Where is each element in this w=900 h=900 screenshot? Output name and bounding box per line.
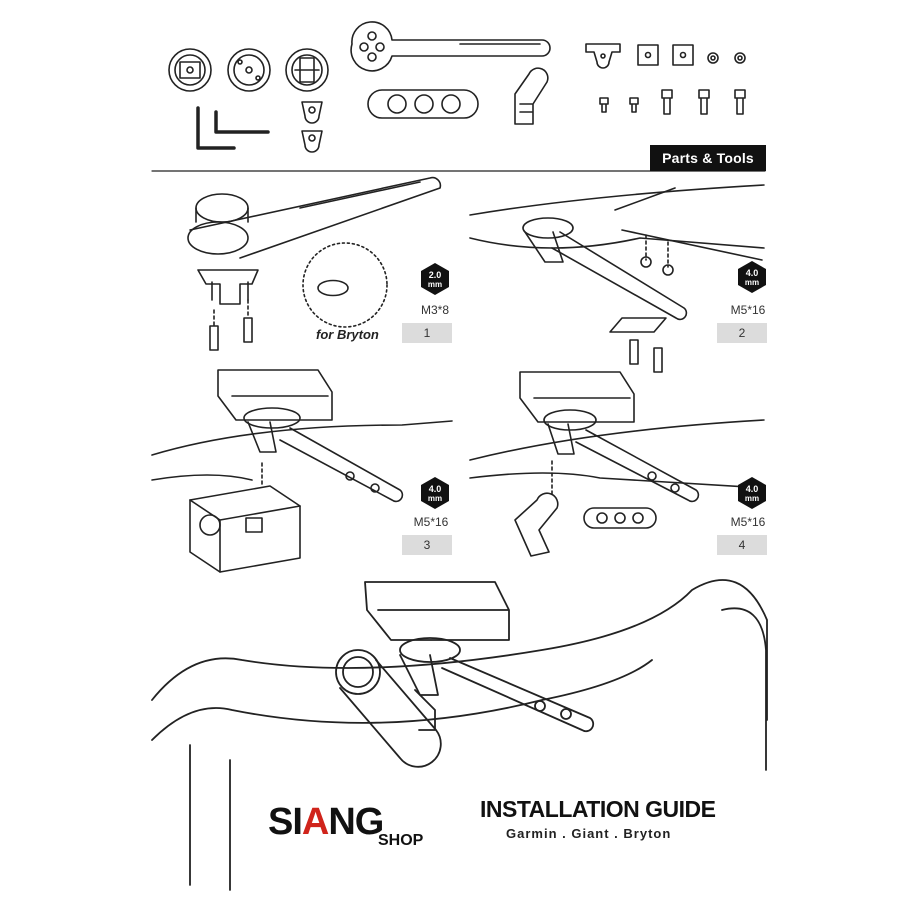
bolts-row <box>599 89 746 115</box>
tool-size: 2.0 <box>428 270 442 280</box>
tool-unit: mm <box>744 278 760 287</box>
hex-key-icon: 4.0 mm <box>735 260 769 294</box>
step-number-badge: 3 <box>402 535 452 555</box>
logo-shop-text: SHOP <box>378 832 424 849</box>
tool-unit: mm <box>744 494 760 503</box>
hex-key-icon: 4.0 mm <box>735 476 769 510</box>
mount-disc-3 <box>285 48 329 92</box>
tool-size: 4.0 <box>745 484 759 494</box>
bolt-size-label: M5*16 <box>730 303 766 317</box>
square-nuts <box>637 44 694 66</box>
logo-text-2: A <box>301 801 329 843</box>
tool-size: 4.0 <box>745 268 759 278</box>
hex-key-icon: 4.0 mm <box>418 476 452 510</box>
bolt-size-label: M5*16 <box>413 515 449 529</box>
step-number-badge: 2 <box>717 323 767 343</box>
logo-text-3: NG <box>328 801 384 843</box>
bolt-size-label: M5*16 <box>730 515 766 529</box>
tool-unit: mm <box>427 280 443 289</box>
final-assembly-drawing <box>151 579 768 891</box>
step2-drawing <box>469 184 765 373</box>
bracket-part <box>585 43 621 69</box>
guide-subtitle: Garmin . Giant . Bryton <box>506 826 672 841</box>
mount-disc-1 <box>168 48 212 92</box>
tool-unit: mm <box>427 494 443 503</box>
guide-title: INSTALLATION GUIDE <box>480 796 716 822</box>
step1-drawing <box>187 176 442 351</box>
gopro-adapter-part <box>514 67 549 125</box>
shim-pieces <box>301 101 323 153</box>
step3-drawing <box>151 369 453 573</box>
step-number-badge: 1 <box>402 323 452 343</box>
allen-keys <box>196 106 270 150</box>
shop-logo: SIANG <box>268 801 384 843</box>
tool-size: 4.0 <box>428 484 442 494</box>
parts-tools-tab: Parts & Tools <box>650 145 766 171</box>
light-adapter-part <box>367 89 479 119</box>
hex-key-icon: 2.0 mm <box>418 262 452 296</box>
bolt-size-label: M3*8 <box>420 303 449 317</box>
washers <box>707 52 746 64</box>
step4-drawing <box>469 371 765 557</box>
bryton-note: for Bryton <box>316 327 379 342</box>
step-number-badge: 4 <box>717 535 767 555</box>
logo-text-1: SI <box>268 801 303 843</box>
extension-arm-part <box>350 21 551 72</box>
mount-disc-2 <box>227 48 271 92</box>
